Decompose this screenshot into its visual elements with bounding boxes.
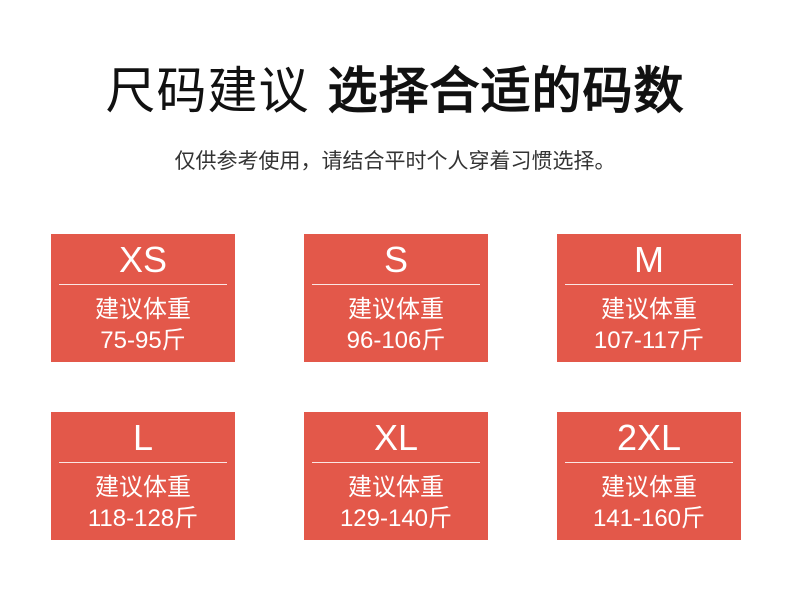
- size-code: S: [383, 239, 408, 280]
- size-card-xs: XS 建议体重 75-95斤: [51, 234, 235, 362]
- weight-range: 96-106斤: [346, 327, 446, 354]
- card-divider: [312, 284, 480, 285]
- weight-range: 118-128斤: [87, 505, 199, 532]
- card-divider: [59, 462, 227, 463]
- size-card-2xl: 2XL 建议体重 141-160斤: [557, 412, 741, 540]
- weight-label: 建议体重: [348, 473, 444, 501]
- size-card-s: S 建议体重 96-106斤: [304, 234, 488, 362]
- size-code: L: [132, 417, 154, 458]
- weight-label: 建议体重: [601, 473, 697, 501]
- page-title: 尺码建议选择合适的码数: [0, 56, 790, 126]
- weight-label: 建议体重: [348, 295, 444, 323]
- weight-range: 141-160斤: [592, 505, 706, 532]
- size-card-m: M 建议体重 107-117斤: [557, 234, 741, 362]
- card-divider: [565, 462, 733, 463]
- title-bold: 选择合适的码数: [327, 62, 685, 120]
- weight-range: 107-117斤: [593, 327, 705, 354]
- weight-range: 75-95斤: [100, 327, 186, 354]
- weight-range: 129-140斤: [339, 505, 453, 532]
- page-subtitle: 仅供参考使用，请结合平时个人穿着习惯选择。: [174, 149, 616, 173]
- card-divider: [565, 284, 733, 285]
- weight-label: 建议体重: [95, 295, 191, 323]
- size-code: XS: [118, 239, 168, 280]
- weight-label: 建议体重: [95, 473, 191, 501]
- size-code: M: [634, 239, 664, 280]
- card-divider: [59, 284, 227, 285]
- size-code: 2XL: [616, 417, 682, 458]
- size-card-xl: XL 建议体重 129-140斤: [304, 412, 488, 540]
- size-code: XL: [373, 417, 419, 458]
- title-light: 尺码建议: [105, 62, 310, 120]
- size-card-l: L 建议体重 118-128斤: [51, 412, 235, 540]
- weight-label: 建议体重: [601, 295, 697, 323]
- card-divider: [312, 462, 480, 463]
